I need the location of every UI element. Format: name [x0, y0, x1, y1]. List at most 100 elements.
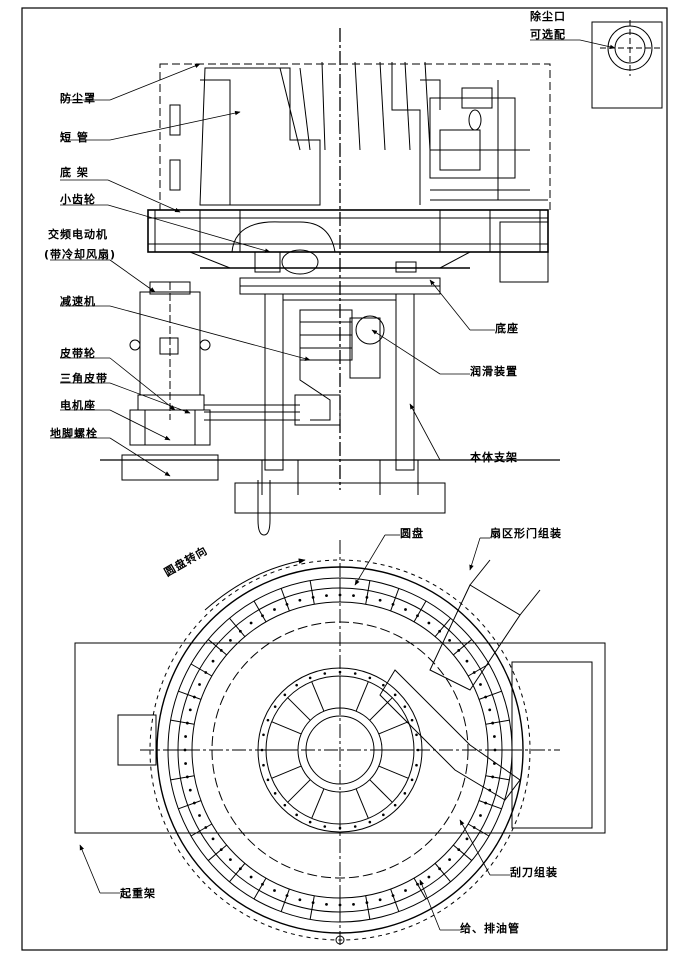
bolt-hole: [416, 614, 419, 618]
label-anchor-bolt: 地脚螺栓: [50, 427, 98, 440]
outer-spokes: [168, 578, 512, 922]
bolt-hole: [365, 901, 369, 905]
bolt-hole: [479, 683, 482, 686]
under-frame: [147, 209, 549, 253]
drawing-border: [21, 7, 668, 951]
label-reducer: 减速机: [60, 295, 96, 308]
spoke-line: [355, 788, 369, 819]
bolt-hole: [410, 718, 414, 722]
bolt-hole: [298, 898, 302, 902]
bolt-hole: [415, 733, 418, 737]
spoke-line: [178, 690, 202, 700]
bolt-hole: [185, 775, 189, 779]
bolt-hole: [249, 875, 253, 879]
inner-spokes: [266, 676, 414, 824]
bolt-hole: [391, 894, 395, 898]
bolt-hole: [404, 608, 407, 611]
spoke-line: [253, 877, 267, 900]
bolt-hole: [416, 748, 420, 752]
spoke-line: [485, 775, 510, 781]
spoke-line: [280, 588, 290, 612]
label-pinion: 小齿轮: [60, 193, 96, 206]
bolt-hole: [308, 820, 312, 824]
bolt-hole: [249, 621, 253, 625]
bolt-hole: [465, 837, 469, 841]
spoke-line: [309, 580, 315, 605]
bolt-hole: [211, 837, 215, 841]
bolt-hole: [368, 676, 372, 680]
label-fan-gate: 扇区形门组装: [490, 527, 562, 540]
bolt-hole: [438, 629, 442, 633]
bolt-hole: [266, 778, 270, 782]
bolt-hole: [491, 775, 495, 779]
bolt-hole: [382, 683, 385, 687]
bolt-hole: [273, 792, 277, 795]
bolt-hole: [378, 898, 382, 902]
label-optional: 可选配: [530, 28, 566, 41]
bolt-hole: [393, 803, 397, 807]
bolt-hole: [184, 735, 187, 738]
bolt-hole: [262, 763, 265, 767]
spoke-line: [170, 775, 195, 781]
spoke-line: [478, 800, 502, 810]
spoke-line: [365, 895, 371, 920]
support-right: [395, 293, 415, 471]
bolt-hole: [261, 882, 264, 886]
bolt-hole: [472, 671, 476, 674]
bolt-hole: [353, 672, 357, 675]
spoke-line: [287, 697, 311, 721]
bolt-hole: [493, 762, 496, 765]
leader-lines: [50, 39, 616, 931]
label-with-fan: (带冷却风扇): [44, 248, 117, 261]
bolt-hole: [188, 708, 192, 712]
label-base: 底座: [495, 322, 519, 335]
bolt-hole: [457, 848, 461, 852]
bolt-hole: [308, 676, 312, 680]
bolt-hole: [298, 598, 302, 602]
bolt-hole: [403, 705, 407, 708]
bolt-holes: [183, 593, 497, 907]
bolt-hole: [403, 792, 407, 795]
bolt-hole: [479, 814, 482, 817]
bolt-hole: [219, 648, 223, 652]
spoke-line: [434, 617, 451, 637]
spoke-line: [309, 895, 315, 920]
bolt-hole: [416, 882, 419, 886]
spoke-line: [355, 681, 369, 712]
bolt-hole: [338, 670, 342, 674]
bolt-hole: [391, 602, 395, 606]
bolt-hole: [472, 826, 476, 829]
bolt-hole: [184, 762, 187, 765]
spoke-line: [207, 639, 227, 656]
spoke-line: [190, 663, 213, 677]
spoke-line: [365, 580, 371, 605]
bolt-hole: [273, 889, 276, 892]
spoke-line: [378, 765, 409, 779]
bolt-hole: [410, 778, 414, 782]
bolt-hole: [338, 593, 342, 597]
spoke-line: [467, 663, 490, 677]
label-scraper: 刮刀组装: [510, 866, 558, 879]
spoke-line: [378, 721, 409, 735]
bolt-hole: [211, 659, 215, 663]
bolt-hole: [382, 813, 385, 817]
spoke-line: [287, 779, 311, 803]
bolt-hole: [261, 614, 264, 618]
spoke-line: [467, 823, 490, 837]
label-motor-base: 电机座: [60, 399, 96, 412]
bolt-hole: [198, 683, 201, 686]
spoke-line: [253, 600, 267, 623]
bolt-hole: [365, 595, 369, 599]
bolt-hole: [238, 629, 242, 633]
bolt-hole: [338, 826, 342, 830]
bolt-hole: [353, 825, 357, 828]
bolt-hole: [393, 693, 397, 697]
bolt-hole: [266, 718, 270, 722]
bolt-hole: [325, 594, 328, 597]
bolt-hole: [484, 695, 488, 699]
spoke-line: [453, 844, 473, 861]
spoke-line: [478, 690, 502, 700]
spoke-line: [190, 823, 213, 837]
spoke-line: [229, 617, 246, 637]
